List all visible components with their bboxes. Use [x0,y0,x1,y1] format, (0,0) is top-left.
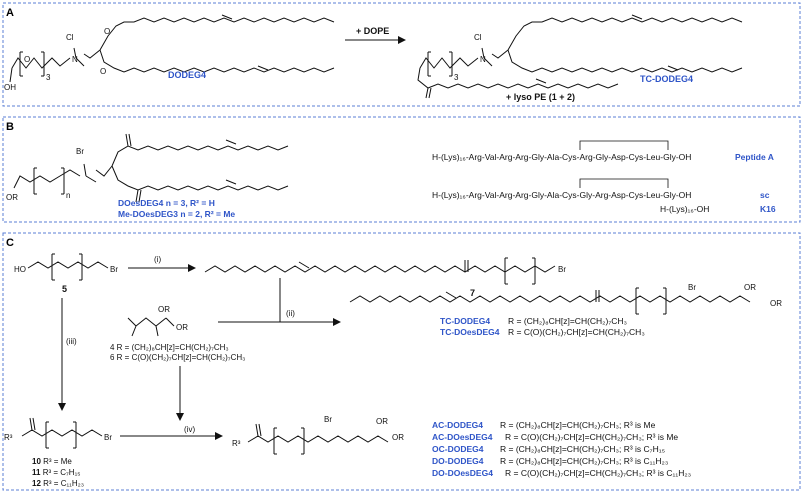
final-br: Br [324,415,332,424]
a-oh-label: OH [4,83,16,92]
ester-10: 10 R³ = Me [32,457,72,466]
c-7-br: Br [558,265,566,274]
a-product-nplus: N [480,55,486,64]
ester-r3: R³ [4,433,13,442]
b-compound-1: DOesDEG4 n = 3, R² = H [118,198,215,208]
panel-c-frame [2,232,801,491]
b-n-label: n [66,191,70,200]
a-reactant-name: DODEG4 [168,70,206,80]
final-product-1-name: AC-DODEG4 [432,420,483,430]
compound-4-6-structure [127,317,175,337]
tc-br: Br [688,283,696,292]
final-product-3-name: OC-DODEG4 [432,444,484,454]
final-product-1-def: R = (CH₂)₈CH[z]=CH(CH₂)₇CH₃; R³ is Me [500,420,656,430]
ester-12: 12 R³ = C₁₁H₂₃ [32,479,84,488]
peptide-k16-sequence: H-(Lys)₁₆-OH [660,204,709,214]
tc-product-1-def: R = (CH₂)₈CH[z]=CH(CH₂)₇CH₃ [508,316,627,326]
panel-b-letter: B [6,121,14,133]
a-repeat-label: 3 [46,73,51,82]
peptide-k16-name: K16 [760,204,776,214]
final-r3: R³ [232,439,241,448]
peptide-sc-name: sc [760,190,770,200]
compound-7-structure [204,257,556,285]
a-o1-label: O [24,55,30,64]
ester-10-12-structure [21,417,103,449]
step-iv-label: (iv) [184,425,195,434]
compound-5-structure [27,253,109,281]
c-4-or-upper: OR [158,305,170,314]
final-product-4-def: R = (CH₂)₈CH[z]=CH(CH₂)₇CH₃; R³ is C₁₁H₂… [500,456,668,466]
tc-product-2-def: R = C(O)(CH₂)₇CH[z]=CH(CH₂)₇CH₃ [508,327,645,337]
a-product-chloride: Cl [474,33,482,42]
tc-product-1-name: TC-DODEG4 [440,316,490,326]
final-product-2-def: R = C(O)(CH₂)₇CH[z]=CH(CH₂)₇CH₃; R³ is M… [505,432,678,442]
final-product-3-def: R = (CH₂)₈CH[z]=CH(CH₂)₇CH₃; R³ is C₇H₁₅ [500,444,665,454]
b-compound-2: Me-DOesDEG3 n = 2, R² = Me [118,209,235,219]
panel-a-frame [2,2,801,107]
a-product-repeat: 3 [454,73,459,82]
a-reagent-label: + DOPE [356,26,389,36]
a-chloride-label: Cl [66,33,74,42]
step-ii-label: (ii) [286,309,295,318]
tc-product-structure [349,287,751,315]
final-product-4-name: DO-DODEG4 [432,456,484,466]
panel-a-reactant-structure [9,14,335,83]
c-def-6: 6 R = C(O)(CH₂)₇CH[z]=CH(CH₂)₇CH₃ [110,353,245,362]
a-o3-label: O [100,67,106,76]
c-4-or-lower: OR [176,323,188,332]
a-nplus-label: N [72,55,78,64]
final-product-2-name: AC-DOesDEG4 [432,432,493,442]
panel-a-letter: A [6,7,14,19]
c-5-br: Br [110,265,118,274]
panel-c-letter: C [6,237,14,249]
step-i-label: (i) [154,255,161,264]
c-def-4: 4 R = (CH₂)₈CH[z]=CH(CH₂)₇CH₃ [110,343,229,352]
b-or2-label: OR [6,193,18,202]
final-product-5-def: R = C(O)(CH₂)₇CH[z]=CH(CH₂)₇CH₃; R³ is C… [505,468,691,478]
panel-b-structure [13,133,289,203]
panel-a-product-structure [417,14,743,99]
tc-product-2-name: TC-DOesDEG4 [440,327,500,337]
peptide-sc-sequence: H-(Lys)₁₆-Arg-Val-Arg-Arg-Gly-Ala-Cys-Gl… [432,190,691,200]
final-or-upper: OR [376,417,388,426]
tc-or-upper: OR [744,283,756,292]
a-o2-label: O [104,27,110,36]
step-iii-label: (iii) [66,337,77,346]
ester-11: 11 R³ = C₇H₁₅ [32,468,81,477]
b-bromide-label: Br [76,147,84,156]
a-byproduct-label: + lyso PE (1 + 2) [506,92,575,102]
final-product-5-name: DO-DOesDEG4 [432,468,493,478]
final-product-structure [247,423,389,455]
panel-b-frame [2,116,801,223]
tc-or-lower: OR [770,299,782,308]
c-5-label: 5 [62,284,67,294]
peptide-a-name: Peptide A [735,152,774,162]
c-7-label: 7 [470,288,475,298]
peptide-disulfide-brackets [579,140,669,188]
peptide-a-sequence: H-(Lys)₁₆-Arg-Val-Arg-Arg-Gly-Ala-Cys-Ar… [432,152,691,162]
ester-br: Br [104,433,112,442]
c-5-ho: HO [14,265,26,274]
a-product-name: TC-DODEG4 [640,74,693,84]
final-or-lower: OR [392,433,404,442]
